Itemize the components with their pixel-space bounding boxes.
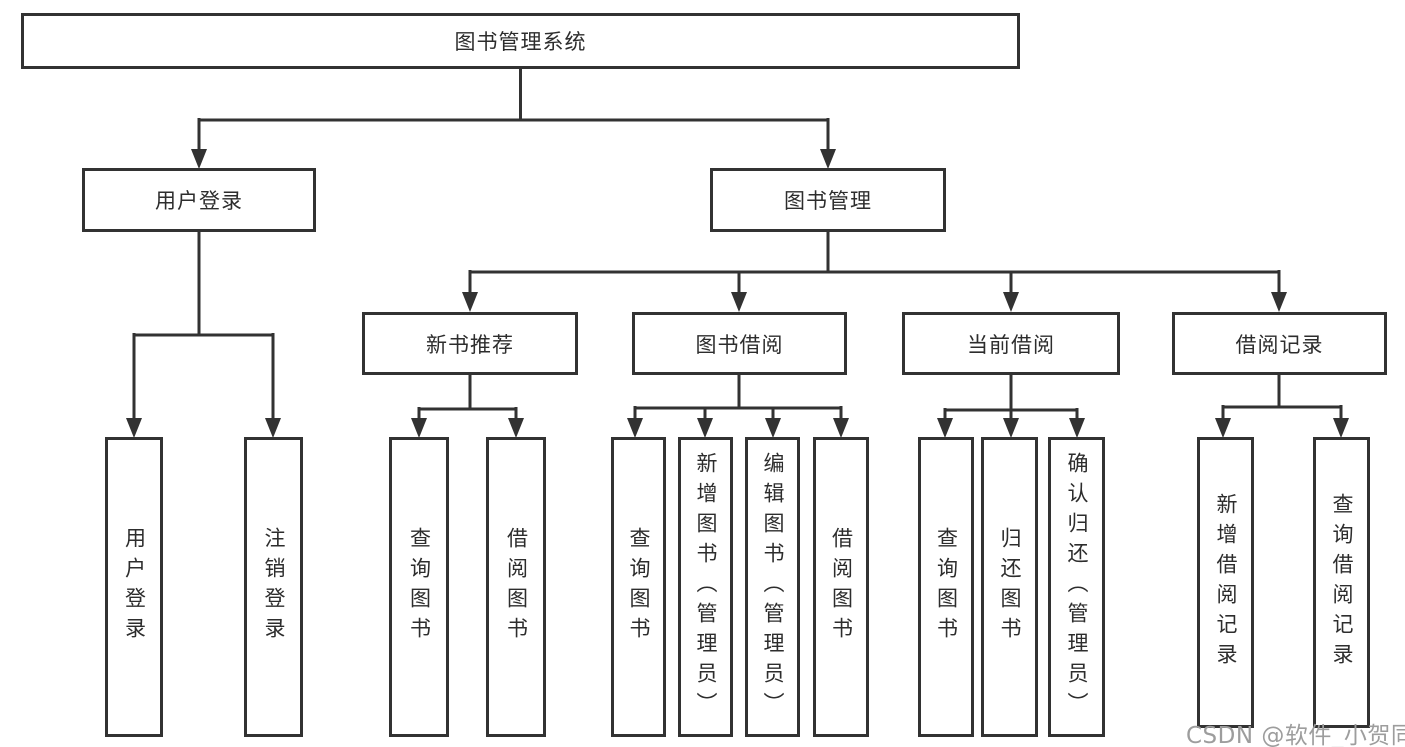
node-label: 确认归还（管理员） bbox=[1065, 452, 1089, 722]
node-label: 借阅图书 bbox=[504, 527, 529, 647]
node-label: 查询图书 bbox=[627, 527, 651, 647]
node-label: 新增借阅记录 bbox=[1214, 492, 1238, 673]
node-label: 图书借阅 bbox=[695, 332, 784, 357]
node-label: 借阅记录 bbox=[1235, 332, 1324, 357]
node-label: 查询图书 bbox=[934, 527, 959, 647]
node-leaf-query-borrow-record: 查询借阅记录 bbox=[1313, 437, 1370, 728]
node-label: 归还图书 bbox=[998, 527, 1022, 647]
node-leaf-query-books-borrow: 查询图书 bbox=[611, 437, 666, 737]
node-label: 用户登录 bbox=[122, 527, 147, 647]
node-leaf-borrow-books: 借阅图书 bbox=[813, 437, 869, 737]
node-label: 查询图书 bbox=[407, 527, 432, 647]
node-leaf-add-books-admin: 新增图书（管理员） bbox=[678, 437, 733, 737]
node-label: 编辑图书（管理员） bbox=[761, 452, 785, 722]
node-label: 图书管理 bbox=[784, 189, 872, 213]
node-new-book-recommend: 新书推荐 bbox=[362, 312, 578, 375]
node-label: 查询借阅记录 bbox=[1330, 492, 1354, 673]
node-label: 用户登录 bbox=[155, 189, 243, 213]
node-leaf-logout: 注销登录 bbox=[244, 437, 303, 737]
node-label: 图书管理系统 bbox=[454, 30, 587, 54]
node-leaf-borrow-books-recommend: 借阅图书 bbox=[486, 437, 546, 737]
node-leaf-return-books: 归还图书 bbox=[981, 437, 1038, 737]
node-leaf-add-borrow-record: 新增借阅记录 bbox=[1197, 437, 1254, 728]
node-root-system: 图书管理系统 bbox=[21, 13, 1020, 69]
node-label: 借阅图书 bbox=[829, 527, 854, 647]
node-leaf-query-books-current: 查询图书 bbox=[918, 437, 974, 737]
node-leaf-edit-books-admin: 编辑图书（管理员） bbox=[745, 437, 800, 737]
node-user-login: 用户登录 bbox=[82, 168, 316, 232]
node-label: 注销登录 bbox=[262, 527, 286, 647]
node-borrow-record: 借阅记录 bbox=[1172, 312, 1387, 375]
node-leaf-query-books-recommend: 查询图书 bbox=[389, 437, 449, 737]
node-current-borrow: 当前借阅 bbox=[902, 312, 1120, 375]
node-label: 新增图书（管理员） bbox=[694, 452, 718, 722]
node-book-borrow: 图书借阅 bbox=[632, 312, 847, 375]
node-leaf-confirm-return-admin: 确认归还（管理员） bbox=[1048, 437, 1105, 737]
node-label: 当前借阅 bbox=[967, 332, 1055, 357]
node-leaf-user-login: 用户登录 bbox=[105, 437, 163, 737]
node-book-management: 图书管理 bbox=[710, 168, 946, 232]
csdn-watermark: CSDN @软件_小贺同学 bbox=[1186, 723, 1405, 747]
node-label: 新书推荐 bbox=[426, 332, 514, 357]
